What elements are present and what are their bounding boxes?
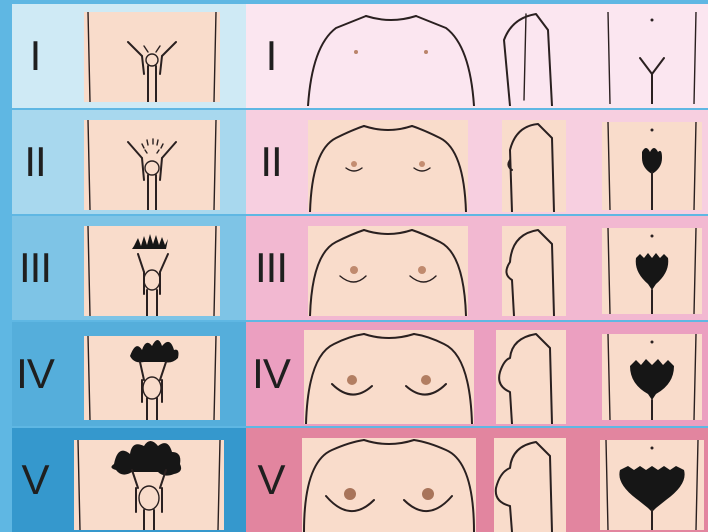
female-stages-panel: I bbox=[246, 4, 708, 532]
pubic-hair-illustration bbox=[600, 440, 704, 530]
female-stage-row: II bbox=[246, 110, 708, 214]
male-genital-illustration bbox=[84, 120, 220, 210]
male-genital-illustration bbox=[74, 440, 224, 530]
male-genital-illustration bbox=[84, 226, 220, 316]
pubic-hair-illustration bbox=[602, 228, 702, 314]
stage-label: IV bbox=[246, 322, 296, 426]
breast-front-illustration bbox=[304, 330, 474, 424]
female-stage-row: I bbox=[246, 4, 708, 108]
stage-label: II bbox=[12, 110, 58, 214]
male-genital-illustration bbox=[84, 336, 220, 420]
male-genital-illustration bbox=[84, 12, 220, 102]
stage-label: II bbox=[246, 110, 296, 214]
male-stage-row: II bbox=[12, 110, 248, 214]
breast-side-illustration bbox=[494, 438, 566, 532]
pubic-hair-illustration bbox=[602, 122, 702, 210]
breast-front-illustration bbox=[308, 120, 468, 212]
female-stage-row: IV bbox=[246, 322, 708, 426]
stage-label: V bbox=[12, 428, 58, 532]
female-stage-row: III bbox=[246, 216, 708, 320]
stage-label: I bbox=[12, 4, 58, 108]
breast-front-illustration bbox=[302, 438, 476, 532]
breast-front-illustration bbox=[308, 226, 468, 316]
breast-side-illustration bbox=[496, 330, 566, 424]
stage-label: I bbox=[246, 4, 296, 108]
male-stages-panel: I II bbox=[12, 4, 248, 532]
breast-side-illustration bbox=[502, 120, 566, 212]
breast-front-illustration bbox=[306, 6, 476, 106]
female-stage-row: V bbox=[246, 428, 708, 532]
pubic-hair-illustration bbox=[602, 334, 702, 420]
male-stage-row: III bbox=[12, 216, 248, 320]
stage-label: V bbox=[246, 428, 296, 532]
breast-side-illustration bbox=[496, 10, 566, 106]
breast-side-illustration bbox=[502, 226, 566, 316]
male-stage-row: I bbox=[12, 4, 248, 108]
stage-label: IV bbox=[12, 322, 58, 426]
stage-label: III bbox=[12, 216, 58, 320]
male-stage-row: IV bbox=[12, 322, 248, 426]
male-stage-row: V bbox=[12, 428, 248, 532]
stage-label: III bbox=[246, 216, 296, 320]
pubic-hair-illustration bbox=[602, 12, 702, 104]
